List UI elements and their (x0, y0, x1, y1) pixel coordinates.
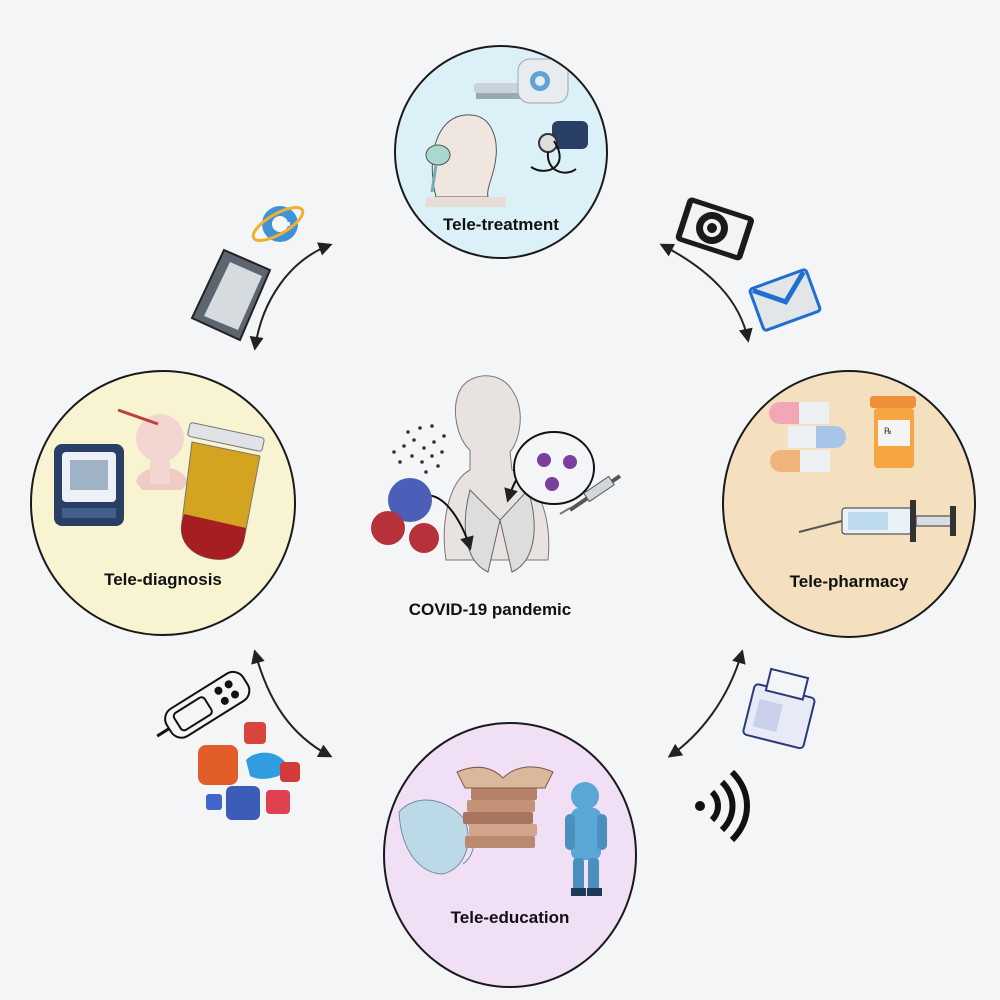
laptop-icon (190, 248, 272, 342)
tele-diagnosis-illustrations (54, 408, 265, 560)
coronavirus-particles-icon (371, 478, 439, 553)
virus-magnified-icon (513, 431, 595, 505)
hazmat-suit-icon (565, 782, 607, 896)
pill-capsules-icon (769, 402, 846, 472)
airborne-droplets (392, 424, 446, 474)
patient-oxygen-mask-icon (425, 114, 506, 207)
tele-diagnosis-label: Tele-diagnosis (104, 570, 222, 589)
blood-pressure-cuff-icon (530, 121, 588, 174)
pcr-analyzer-icon (54, 444, 124, 526)
tele-education-node: Tele-education (383, 722, 637, 988)
tele-education-illustrations (398, 766, 607, 896)
tele-education-label: Tele-education (450, 908, 570, 927)
tele-pharmacy-label: Tele-pharmacy (789, 572, 909, 591)
tele-diagnosis-node: Tele-diagnosis (30, 370, 296, 636)
arrow-education-diagnosis (251, 649, 333, 758)
syringe-icon (798, 500, 956, 542)
tele-treatment-node: Tele-treatment (394, 45, 608, 259)
center-label: COVID-19 pandemic (408, 600, 572, 619)
tele-pharmacy-node: ℞ Tele-pharmacy (722, 370, 976, 638)
tele-treatment-illustrations (425, 58, 588, 207)
mri-scanner-icon (474, 58, 569, 104)
camera-icon (675, 197, 754, 261)
fax-machine-icon (742, 667, 816, 750)
arrow-pharmacy-education (667, 649, 746, 758)
wireless-signal-icon (695, 769, 750, 843)
nasal-swab-patient-icon (117, 408, 188, 490)
prescription-bottle-icon: ℞ (870, 396, 916, 468)
tele-pharmacy-illustrations: ℞ (769, 396, 956, 542)
arrow-treatment-pharmacy (659, 243, 753, 343)
svg-text:℞: ℞ (884, 426, 892, 436)
glucometer-icon (156, 670, 251, 739)
arrow-treatment-diagnosis (249, 242, 333, 351)
tele-treatment-label: Tele-treatment (443, 215, 559, 234)
social-media-icons (198, 722, 300, 820)
internet-explorer-icon (251, 206, 305, 242)
blood-sample-tube-icon (180, 422, 265, 560)
email-icon (748, 268, 822, 332)
stack-of-books-icon (456, 766, 554, 848)
vaccine-syringe-icon (559, 474, 622, 515)
